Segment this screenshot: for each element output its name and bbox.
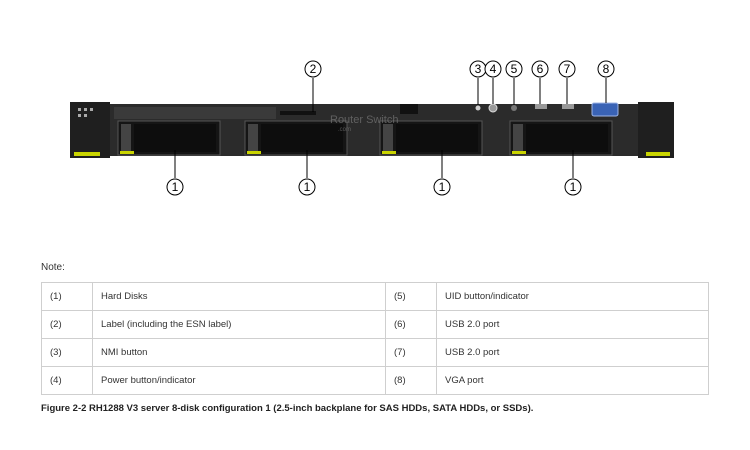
callout-circle-6	[531, 60, 549, 78]
left-ear-accent	[74, 152, 100, 156]
callout-circle-1d	[564, 178, 582, 196]
table-row: (2) Label (including the ESN label) (6) …	[41, 310, 709, 339]
legend-description: Hard Disks	[92, 282, 386, 311]
right-rack-ear	[638, 102, 674, 158]
usb-port-6	[535, 104, 547, 109]
drive-accent	[382, 151, 396, 154]
callout-3: 3	[475, 62, 482, 76]
callout-7: 7	[564, 62, 571, 76]
drive-label-tag	[121, 124, 131, 152]
left-ear-vent	[78, 114, 81, 117]
legend-number: (8)	[385, 366, 437, 395]
callout-1: 1	[304, 180, 311, 194]
usb-port-7	[562, 104, 574, 109]
top-strip-left	[114, 107, 276, 119]
label-slot	[280, 111, 316, 115]
callout-2: 2	[310, 62, 317, 76]
drive-accent	[247, 151, 261, 154]
callout-1: 1	[172, 180, 179, 194]
drive-mesh	[134, 124, 216, 152]
drive-bays	[117, 120, 613, 156]
table-row: (1) Hard Disks (5) UID button/indicator	[41, 282, 709, 311]
left-ear-vent	[78, 108, 81, 111]
left-rack-ear	[70, 102, 110, 158]
callout-8: 8	[603, 62, 610, 76]
callout-1: 1	[570, 180, 577, 194]
callout-circle-1b	[298, 178, 316, 196]
right-ear-accent	[646, 152, 670, 156]
legend-table: (1) Hard Disks (5) UID button/indicator …	[41, 282, 709, 395]
legend-number: (3)	[41, 338, 93, 367]
table-row: (4) Power button/indicator (8) VGA port	[41, 366, 709, 395]
callout-5: 5	[511, 62, 518, 76]
vga-port	[591, 102, 619, 117]
legend-description: USB 2.0 port	[436, 310, 709, 339]
callout-circle-7	[558, 60, 576, 78]
legend-number: (5)	[385, 282, 437, 311]
drive-bay	[117, 120, 221, 156]
drive-mesh	[261, 124, 343, 152]
legend-number: (6)	[385, 310, 437, 339]
nmi-button	[475, 105, 481, 111]
control-panel	[400, 102, 619, 117]
callout-circle-4	[484, 60, 502, 78]
legend-number: (1)	[41, 282, 93, 311]
drive-mesh	[526, 124, 608, 152]
legend-number: (4)	[41, 366, 93, 395]
callout-circle-1c	[433, 178, 451, 196]
uid-button	[511, 105, 517, 111]
callout-leaders	[174, 78, 607, 178]
legend-number: (2)	[41, 310, 93, 339]
table-row: (3) NMI button (7) USB 2.0 port	[41, 338, 709, 367]
drive-bay	[509, 120, 613, 156]
left-ear-vent	[84, 108, 87, 111]
callout-circle-1a	[166, 178, 184, 196]
drive-label-tag	[248, 124, 258, 152]
drive-bay	[379, 120, 483, 156]
left-ear-vent	[90, 108, 93, 111]
legend-description: NMI button	[92, 338, 386, 367]
legend-description: USB 2.0 port	[436, 338, 709, 367]
power-button	[488, 103, 498, 113]
callout-circles	[166, 60, 615, 196]
drive-label-tag	[383, 124, 393, 152]
drive-accent	[120, 151, 134, 154]
note-label: Note:	[41, 262, 65, 273]
server-front-panel-diagram: Router Switch .com 2 3 4 5 6 7 8	[70, 60, 674, 196]
drive-accent	[512, 151, 526, 154]
legend-description: Power button/indicator	[92, 366, 386, 395]
watermark-text: Router Switch	[330, 114, 398, 126]
legend-number: (7)	[385, 338, 437, 367]
drive-label-tag	[513, 124, 523, 152]
legend-description: VGA port	[436, 366, 709, 395]
callout-circle-2	[304, 60, 322, 78]
panel-indicator-window	[400, 104, 418, 114]
callout-4: 4	[490, 62, 497, 76]
drive-bay	[244, 120, 348, 156]
callout-circle-8	[597, 60, 615, 78]
drive-mesh	[396, 124, 478, 152]
figure-caption: Figure 2-2 RH1288 V3 server 8-disk confi…	[41, 403, 534, 414]
callout-6: 6	[537, 62, 544, 76]
callout-circle-5	[505, 60, 523, 78]
watermark-sub-text: .com	[338, 127, 351, 133]
legend-description: UID button/indicator	[436, 282, 709, 311]
callout-1: 1	[439, 180, 446, 194]
legend-description: Label (including the ESN label)	[92, 310, 386, 339]
left-ear-vent	[84, 114, 87, 117]
